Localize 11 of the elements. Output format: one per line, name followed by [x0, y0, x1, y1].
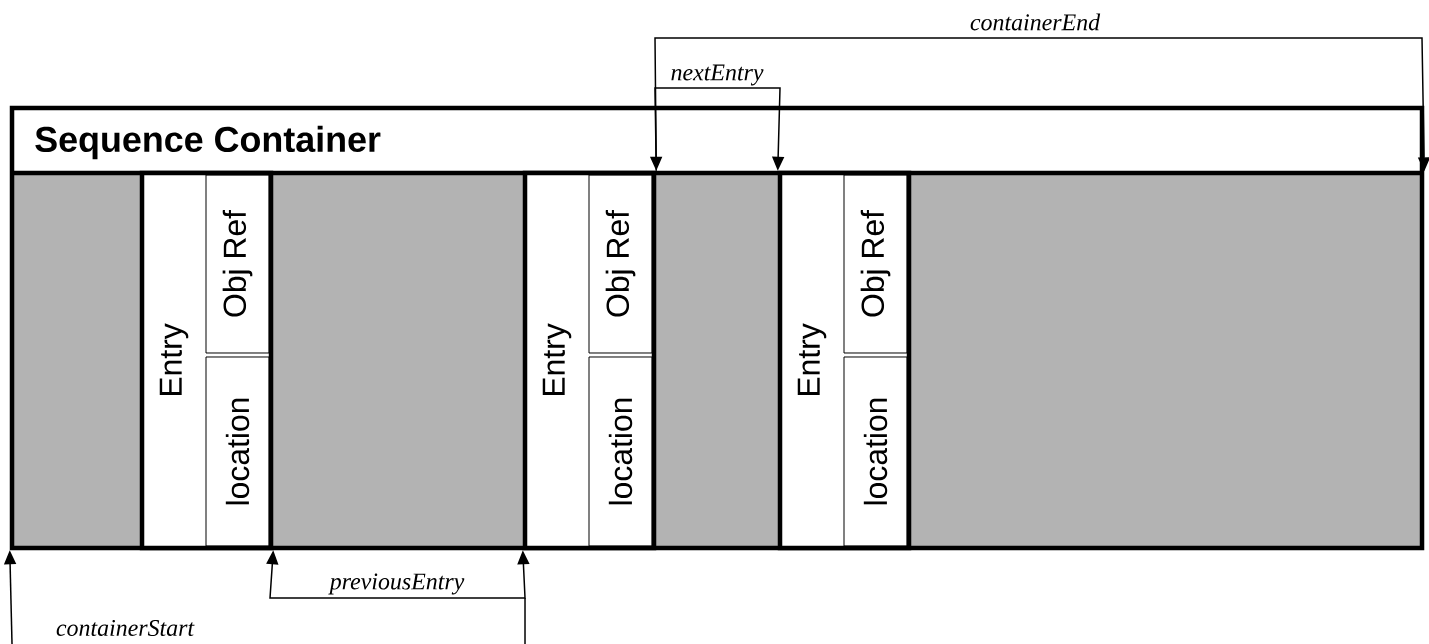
- field-cell: location: [843, 356, 908, 547]
- field-cell: Obj Ref: [843, 174, 908, 354]
- edge-label: previousEntry: [328, 573, 465, 595]
- field-cell: Obj Ref: [588, 174, 653, 354]
- field-cell: location: [588, 356, 653, 547]
- arrow: [654, 87, 785, 172]
- edge-label: nextEntry: [671, 64, 764, 86]
- field-cell: Obj Ref: [205, 174, 270, 354]
- edge-label: containerEnd: [970, 13, 1101, 31]
- edge-label: containerStart: [56, 619, 195, 637]
- field-cell: location: [205, 356, 270, 547]
